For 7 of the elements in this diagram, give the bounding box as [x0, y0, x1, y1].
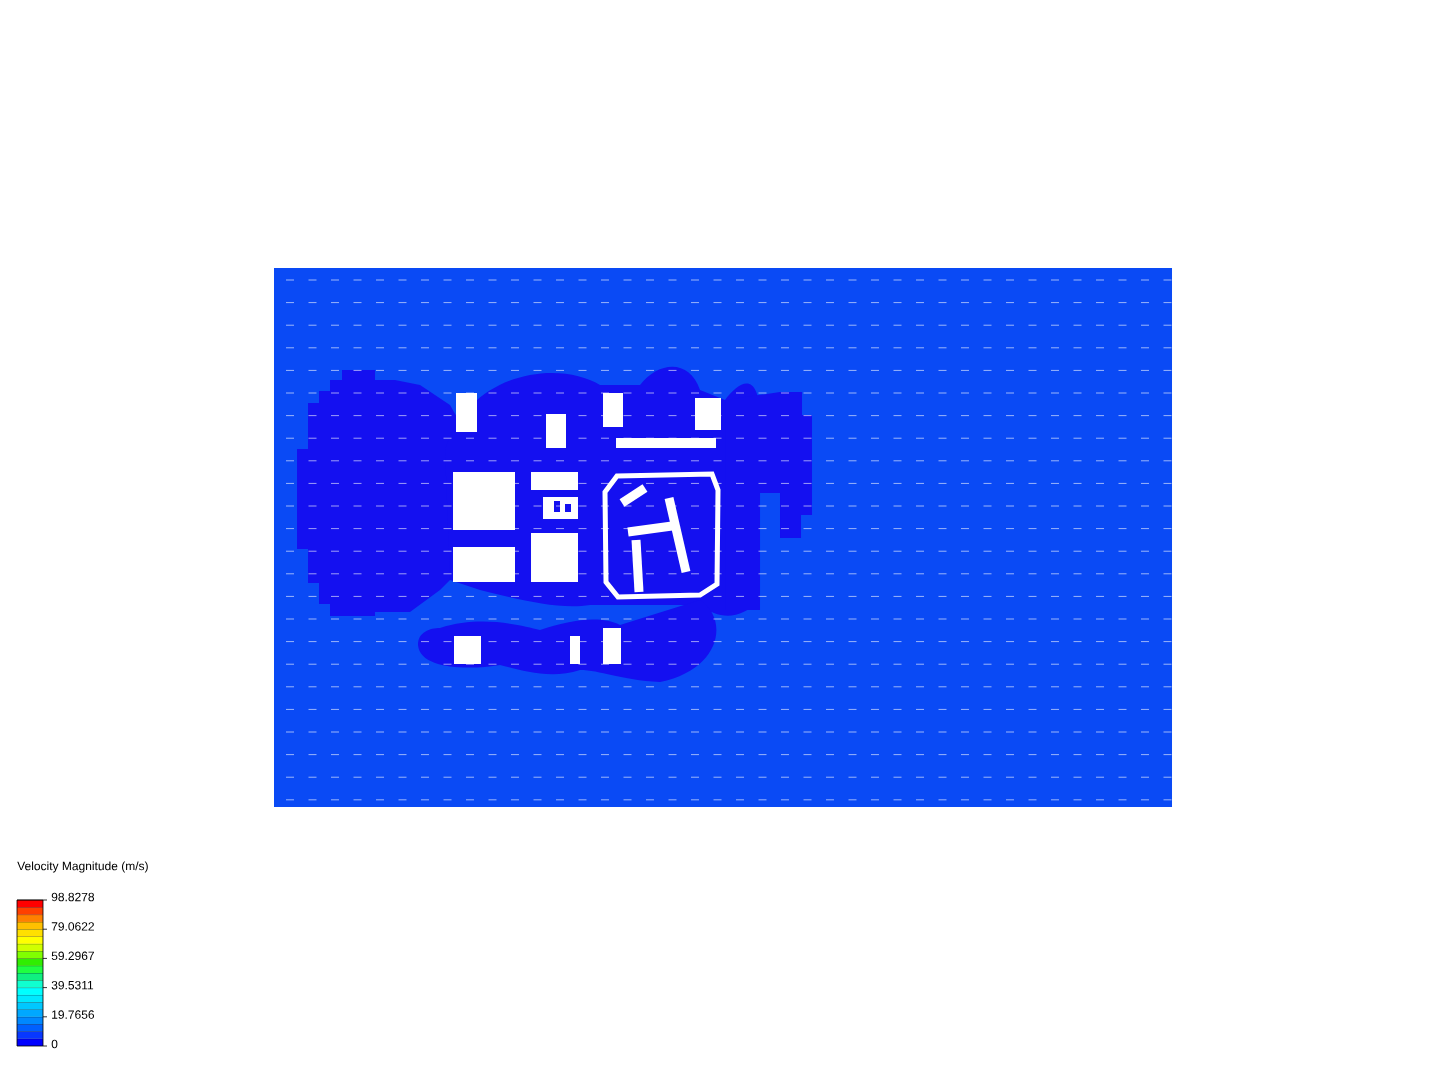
scale-value: 98.8278	[51, 892, 95, 902]
scale-value: 19.7656	[52, 1010, 95, 1019]
scale-value: 79.0622	[51, 922, 94, 931]
scale-value: 0	[51, 1039, 58, 1049]
scale-value: 39.5311	[51, 980, 94, 990]
scale-value: 59.2967	[51, 951, 94, 961]
legend-title: Velocity Magnitude (m/s)	[17, 861, 148, 873]
